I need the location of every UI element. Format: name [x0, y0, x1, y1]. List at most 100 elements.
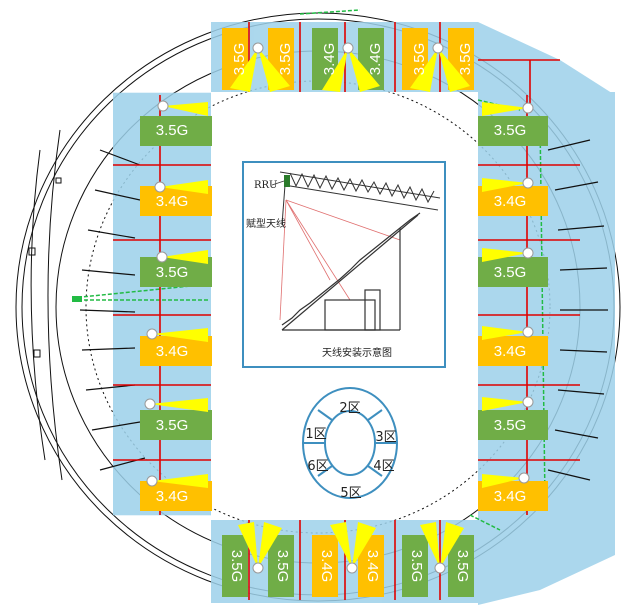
bottom-mount-point-2 [346, 562, 358, 574]
installation-inset: RRU 赋型天线 天线安装示意图 [242, 161, 446, 368]
antenna-label: 赋型天线 [246, 217, 286, 230]
right-mount-point-6 [518, 472, 530, 484]
left-mount-point-3 [156, 251, 168, 263]
bottom-beam-1 [238, 522, 258, 568]
bottom-label-5: 3.5G [408, 550, 425, 583]
right-antenna-column: 3.5G 3.4G 3.5G 3.4G 3.5G 3.4G [478, 102, 548, 511]
top-beam-3 [322, 48, 348, 92]
rru-leader [271, 180, 285, 186]
rru-unit [284, 175, 290, 187]
left-beam-2 [160, 180, 208, 194]
right-label-3: 3.5G [494, 264, 527, 281]
left-beam-1 [163, 102, 208, 116]
zone-label-3: 3区 [375, 430, 396, 445]
stand-lines-right [547, 139, 608, 481]
right-antenna-box-4 [478, 336, 548, 366]
bottom-antenna-row: 3.5G 3.5G 3.4G 3.4G 3.5G 3.5G [222, 522, 474, 597]
right-beam-6 [482, 474, 524, 488]
right-antenna-box-3 [478, 257, 548, 287]
seating-tiers [281, 212, 421, 331]
top-label-2: 3.5G [277, 43, 294, 76]
bottom-beam-6 [440, 522, 464, 568]
left-label-1: 3.5G [156, 122, 189, 139]
right-label-5: 3.5G [494, 417, 527, 434]
right-beam-2 [482, 178, 528, 192]
inset-frame [242, 161, 446, 368]
bottom-label-2: 3.5G [274, 550, 291, 583]
right-label-6: 3.4G [494, 488, 527, 505]
left-beam-4 [152, 328, 208, 342]
bottom-antenna-box-5 [402, 535, 428, 597]
left-mount-point-5 [144, 398, 156, 410]
bottom-beam-5 [420, 522, 440, 568]
zone-ring-inner [324, 410, 376, 476]
right-mount-point-5 [522, 396, 534, 408]
top-beam-2 [258, 48, 290, 92]
bottom-antenna-box-1 [222, 535, 248, 597]
bottom-beam-4 [352, 522, 376, 568]
left-label-4: 3.4G [156, 343, 189, 360]
top-label-3: 3.4G [321, 43, 338, 76]
top-mount-point-1 [252, 42, 264, 54]
division-lines [113, 22, 580, 600]
right-antenna-box-1 [478, 116, 548, 146]
left-mount-point-6 [146, 475, 158, 487]
top-beam-5 [410, 48, 438, 92]
bottom-mount-point-3 [434, 562, 446, 574]
left-label-5: 3.5G [156, 417, 189, 434]
top-label-1: 3.5G [231, 43, 248, 76]
bottom-label-6: 3.5G [454, 550, 471, 583]
top-label-6: 3.5G [457, 43, 474, 76]
bottom-label-4: 3.4G [364, 550, 381, 583]
rru-label: RRU [254, 180, 278, 191]
truss-roof [279, 171, 441, 226]
zone-label-1: 1区 [305, 427, 326, 442]
right-beam-5 [482, 397, 528, 411]
left-beam-3 [162, 250, 208, 264]
right-mount-point-4 [522, 326, 534, 338]
top-mount-point-3 [432, 42, 444, 54]
right-label-4: 3.4G [494, 343, 527, 360]
left-antenna-column: 3.5G 3.4G 3.5G 3.4G 3.5G 3.4G [140, 100, 212, 511]
top-beam-4 [348, 48, 380, 92]
left-antenna-box-4 [140, 336, 212, 366]
left-beam-5 [150, 398, 208, 412]
bottom-mount-point-1 [252, 562, 264, 574]
bottom-label-1: 3.5G [228, 550, 245, 583]
top-beam-6 [438, 48, 470, 92]
outer-markers [28, 177, 62, 358]
top-antenna-row: 3.5G 3.5G 3.4G 3.4G 3.5G 3.5G [222, 28, 474, 92]
left-mount-point-1 [157, 100, 169, 112]
cable-marker [72, 296, 82, 302]
right-label-1: 3.5G [494, 122, 527, 139]
left-mount-point-2 [154, 181, 166, 193]
left-antenna-box-5 [140, 410, 212, 440]
right-beam-3 [482, 248, 528, 262]
top-beam-1 [230, 48, 258, 92]
coverage-rays [279, 199, 401, 321]
left-label-6: 3.4G [156, 488, 189, 505]
bottom-antenna-box-3 [312, 535, 338, 597]
bottom-beam-2 [258, 522, 282, 568]
zone-dividers [303, 409, 397, 477]
bottom-beam-3 [330, 522, 352, 568]
zone-label-6: 6区 [307, 459, 328, 474]
left-label-3: 3.5G [156, 264, 189, 281]
left-label-2: 3.4G [156, 193, 189, 210]
left-mount-point-4 [146, 328, 158, 340]
left-beam-6 [152, 474, 208, 488]
bottom-label-3: 3.4G [318, 550, 335, 583]
right-antenna-box-2 [478, 186, 548, 216]
right-beam-4 [482, 326, 528, 340]
left-antenna-box-1 [140, 116, 212, 146]
zone-label-4: 4区 [373, 459, 394, 474]
right-antenna-box-5 [478, 410, 548, 440]
zone-label-2: 2区 [339, 401, 360, 416]
inset-caption: 天线安装示意图 [322, 346, 392, 359]
top-mount-point-2 [342, 42, 354, 54]
right-label-2: 3.4G [494, 193, 527, 210]
right-mount-point-1 [522, 102, 534, 114]
right-mount-point-3 [522, 247, 534, 259]
bottom-antenna-box-2 [268, 535, 294, 597]
